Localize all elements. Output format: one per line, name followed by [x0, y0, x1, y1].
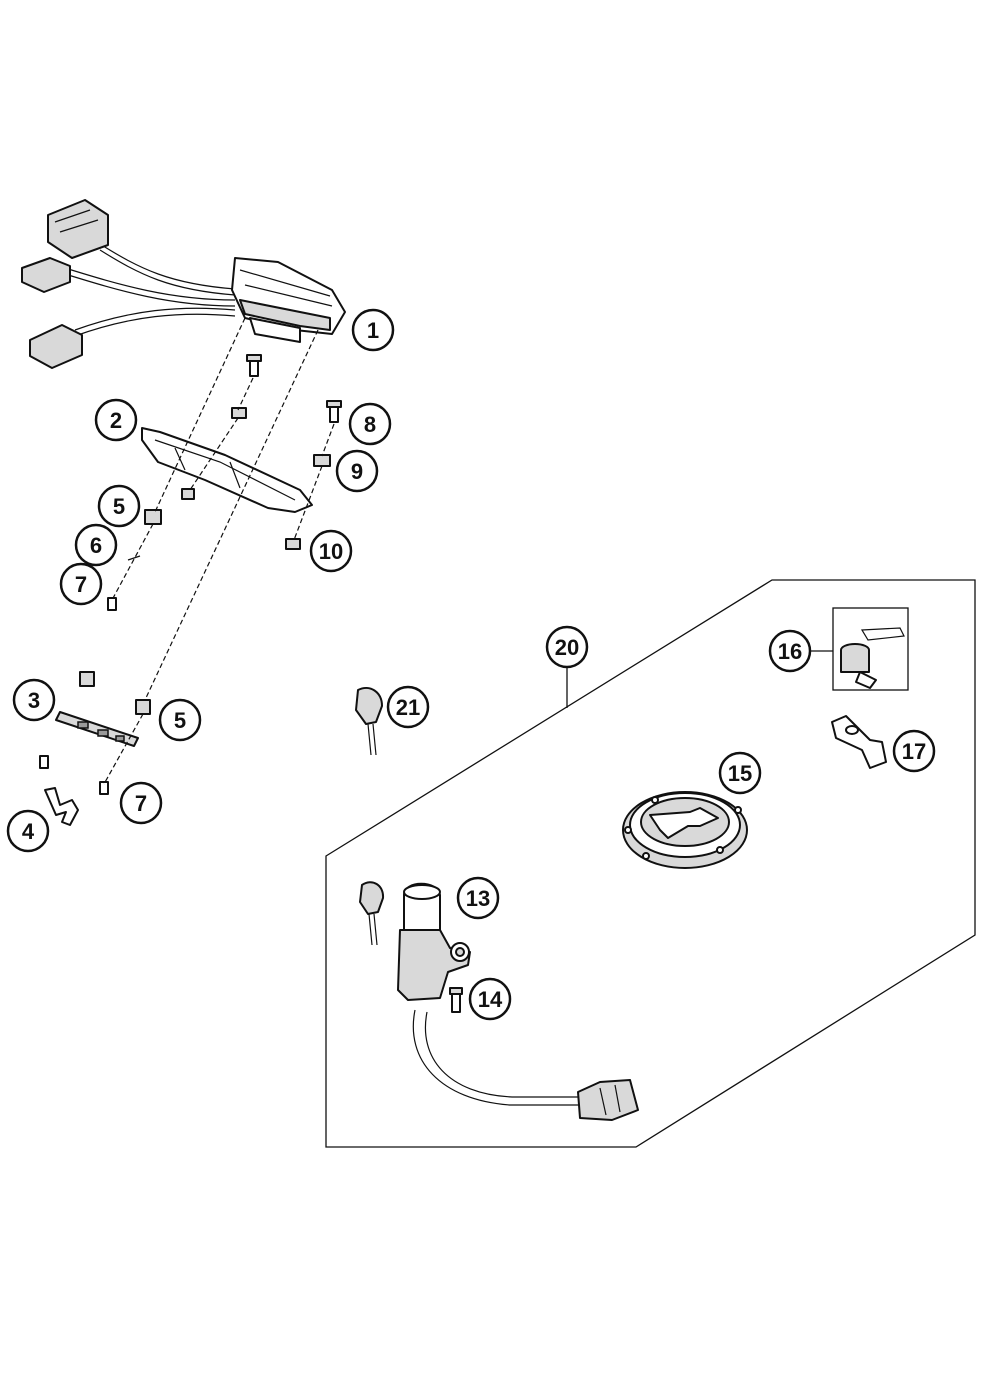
washer-item-9 — [313, 454, 331, 467]
callout-label: 14 — [478, 987, 503, 1012]
screw-item-14 — [449, 987, 463, 1013]
callout-8: 8 — [348, 402, 392, 446]
rubber-block — [79, 671, 95, 687]
rubber-item-10 — [285, 538, 301, 550]
screw-item-7-lower — [99, 781, 109, 795]
callout-label: 6 — [90, 533, 102, 558]
callout-6: 6 — [74, 523, 118, 567]
callout-label: 8 — [364, 412, 376, 437]
callout-9: 9 — [335, 449, 379, 493]
callout-10: 10 — [309, 529, 353, 573]
callout-13: 13 — [456, 876, 500, 920]
callout-1: 1 — [351, 308, 395, 352]
circuit-board — [55, 711, 139, 747]
callout-4: 4 — [6, 809, 50, 853]
spacer-left — [181, 488, 195, 500]
fuel-cap-item-15 — [622, 791, 748, 869]
callout-label: 3 — [28, 688, 40, 713]
ignition-lock-item-13 — [397, 882, 639, 1121]
callout-21: 21 — [386, 685, 430, 729]
mounting-bracket — [141, 427, 313, 513]
callout-label: 9 — [351, 459, 363, 484]
screw-lower-left — [39, 755, 49, 769]
callout-14: 14 — [468, 977, 512, 1021]
callout-label: 21 — [396, 695, 420, 720]
callout-label: 7 — [75, 572, 87, 597]
callout-label: 16 — [778, 639, 802, 664]
callout-label: 10 — [319, 539, 343, 564]
key-item-21 — [355, 687, 383, 756]
callout-label: 20 — [555, 635, 579, 660]
callout-label: 15 — [728, 761, 752, 786]
callout-label: 17 — [902, 739, 926, 764]
callout-7-upper: 7 — [59, 562, 103, 606]
instrument-cluster — [21, 199, 346, 369]
clip-item-4 — [44, 787, 79, 826]
callout-label: 2 — [110, 408, 122, 433]
callout-17: 17 — [892, 729, 936, 773]
callout-label: 4 — [22, 819, 35, 844]
callout-label: 5 — [174, 708, 186, 733]
callout-label: 5 — [113, 494, 125, 519]
callout-15: 15 — [718, 751, 762, 795]
assembly-lines — [103, 317, 335, 785]
washer-top-center — [231, 407, 247, 419]
callout-5-lower: 5 — [158, 698, 202, 742]
bracket-item-17 — [831, 715, 887, 769]
bushing-item-5-lower — [135, 699, 151, 715]
screw-item-7-upper — [107, 597, 117, 611]
washer-item-6 — [127, 555, 141, 561]
kit-frame — [325, 579, 976, 1148]
callout-7-lower: 7 — [119, 781, 163, 825]
callout-16: 16 — [768, 629, 812, 673]
callout-label: 1 — [367, 318, 379, 343]
callout-label: 13 — [466, 886, 490, 911]
callout-20: 20 — [545, 625, 589, 669]
key-item-13 — [359, 881, 385, 946]
callout-5-upper: 5 — [97, 484, 141, 528]
screw-top-center — [246, 354, 262, 377]
callout-label: 7 — [135, 791, 147, 816]
bushing-item-5-upper — [144, 509, 162, 525]
callout-3: 3 — [12, 678, 56, 722]
callout-2: 2 — [94, 398, 138, 442]
screw-item-8 — [326, 400, 342, 423]
lock-cylinder-item-16 — [832, 607, 909, 691]
